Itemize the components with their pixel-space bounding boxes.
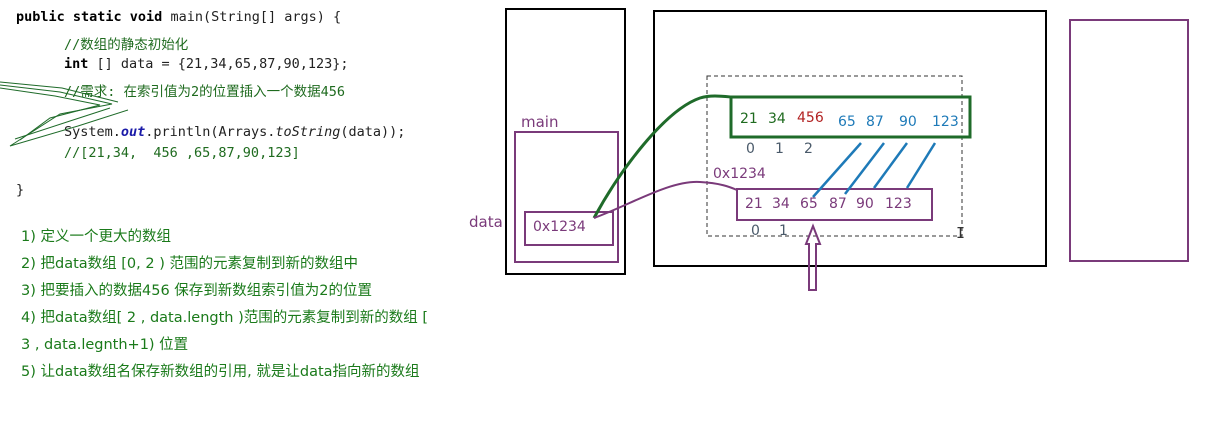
old-array-index: 1 bbox=[779, 223, 788, 239]
new-array-cell-inserted: 456 bbox=[797, 110, 824, 126]
old-array-box bbox=[736, 188, 933, 221]
steps-list: 1) 定义一个更大的数组 2) 把data数组 [0, 2 ) 范围的元素复制到… bbox=[21, 224, 441, 386]
copy-line-65 bbox=[812, 142, 862, 198]
code-line-main-signature: public static void main(String[] args) { bbox=[16, 9, 342, 25]
old-array-cell: 34 bbox=[772, 196, 790, 212]
copy-line-90 bbox=[872, 142, 909, 189]
new-array-box bbox=[729, 95, 972, 139]
code-line-println: System.out.println(Arrays.toString(data)… bbox=[64, 124, 406, 140]
step-2: 2) 把data数组 [0, 2 ) 范围的元素复制到新的数组中 bbox=[21, 256, 358, 272]
old-reference-line bbox=[593, 180, 738, 219]
main-frame-label: main bbox=[521, 113, 559, 131]
code-line-comment-result: //[21,34, 456 ,65,87,90,123] bbox=[64, 145, 300, 161]
annotation-scribble bbox=[0, 81, 129, 147]
step-1: 1) 定义一个更大的数组 bbox=[21, 229, 171, 245]
new-array-index: 1 bbox=[775, 141, 784, 157]
code-line-array-declaration: int [] data = {21,34,65,87,90,123}; bbox=[64, 56, 349, 72]
old-array-cell: 123 bbox=[885, 196, 912, 212]
old-array-address: 0x1234 bbox=[713, 166, 766, 182]
new-array-index: 2 bbox=[804, 141, 813, 157]
new-array-cell: 34 bbox=[768, 111, 786, 127]
copy-line-123 bbox=[905, 142, 937, 189]
new-reference-line bbox=[592, 94, 732, 219]
new-array-cell: 90 bbox=[899, 114, 917, 130]
data-variable-value: 0x1234 bbox=[533, 219, 586, 235]
hollow-up-arrow bbox=[804, 223, 822, 291]
main-frame-box bbox=[514, 131, 619, 263]
dashed-selection-box bbox=[706, 75, 963, 237]
new-array-cell: 65 bbox=[838, 114, 856, 130]
new-array-cell: 123 bbox=[932, 114, 959, 130]
old-array-cell: 90 bbox=[856, 196, 874, 212]
code-line-comment-requirement: //需求: 在索引值为2的位置插入一个数据456 bbox=[64, 84, 346, 100]
step-4: 4) 把data数组[ 2 , data.length )范围的元素复制到新的数… bbox=[21, 310, 428, 353]
copy-lines bbox=[812, 142, 937, 198]
step-3: 3) 把要插入的数据456 保存到新数组索引值为2的位置 bbox=[21, 283, 373, 299]
step-5: 5) 让data数组名保存新数组的引用, 就是让data指向新的数组 bbox=[21, 364, 420, 380]
code-line-comment-static-init: //数组的静态初始化 bbox=[64, 37, 189, 53]
old-array-index: 0 bbox=[751, 223, 760, 239]
copy-line-87 bbox=[844, 142, 885, 195]
old-array-cell: 65 bbox=[800, 196, 818, 212]
data-variable-box bbox=[524, 211, 614, 246]
new-array-cell: 21 bbox=[740, 111, 758, 127]
heap-box bbox=[653, 10, 1047, 267]
old-array-cell: 87 bbox=[829, 196, 847, 212]
new-array-index: 0 bbox=[746, 141, 755, 157]
text-cursor-icon: I bbox=[956, 224, 966, 242]
code-line-closing-brace: } bbox=[16, 182, 25, 198]
data-variable-label: data bbox=[469, 213, 503, 231]
new-array-cell: 87 bbox=[866, 114, 884, 130]
old-array-cell: 21 bbox=[745, 196, 763, 212]
stack-box bbox=[505, 8, 626, 275]
method-area-box bbox=[1069, 19, 1189, 262]
